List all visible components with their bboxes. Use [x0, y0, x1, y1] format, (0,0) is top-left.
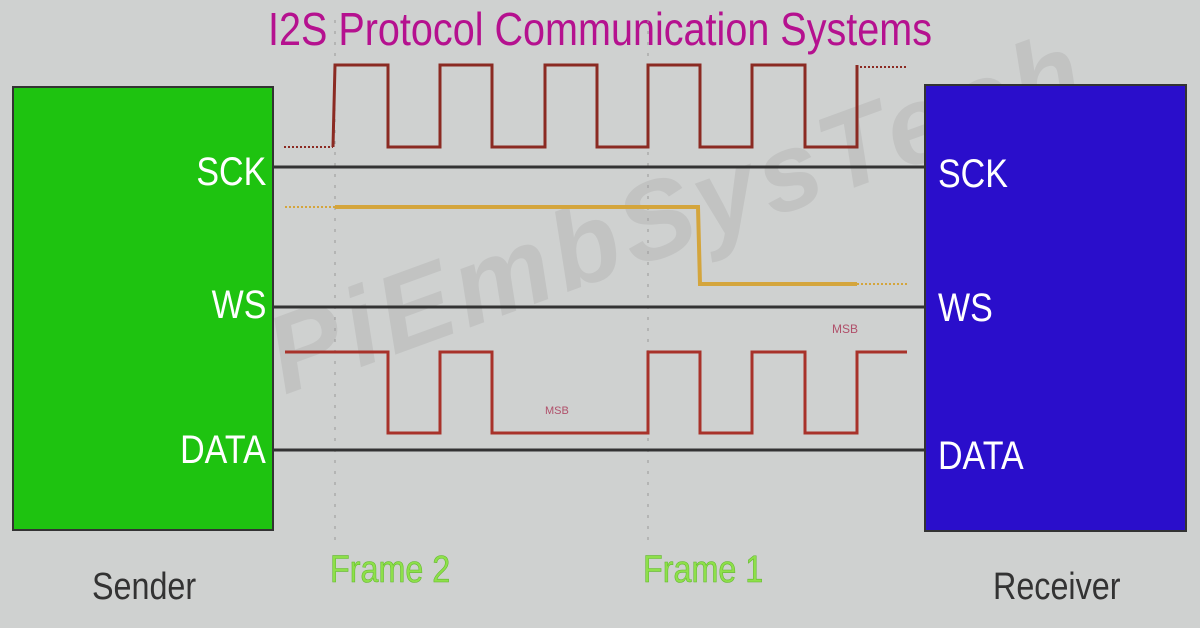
receiver-pin-ws: WS — [938, 286, 993, 330]
sck-waveform — [331, 63, 859, 149]
sender-pin-data: DATA — [180, 428, 266, 472]
receiver-pin-sck: SCK — [938, 152, 1008, 196]
data-waveform — [285, 350, 907, 435]
receiver-block: SCK WS DATA — [924, 84, 1187, 532]
frame2-label: Frame 2 — [330, 549, 451, 592]
sender-label: Sender — [92, 566, 197, 608]
msb-label-low: MSB — [545, 405, 569, 417]
receiver-label: Receiver — [993, 566, 1121, 608]
msb-label-high: MSB — [832, 322, 859, 336]
frame1-label: Frame 1 — [643, 549, 764, 592]
ws-waveform — [335, 205, 857, 286]
receiver-pin-data: DATA — [938, 434, 1024, 478]
page-title: I2S Protocol Communication Systems — [267, 3, 932, 55]
sender-pin-sck: SCK — [196, 150, 266, 194]
sender-pin-ws: WS — [211, 283, 266, 327]
sender-block: SCK WS DATA — [12, 86, 274, 531]
